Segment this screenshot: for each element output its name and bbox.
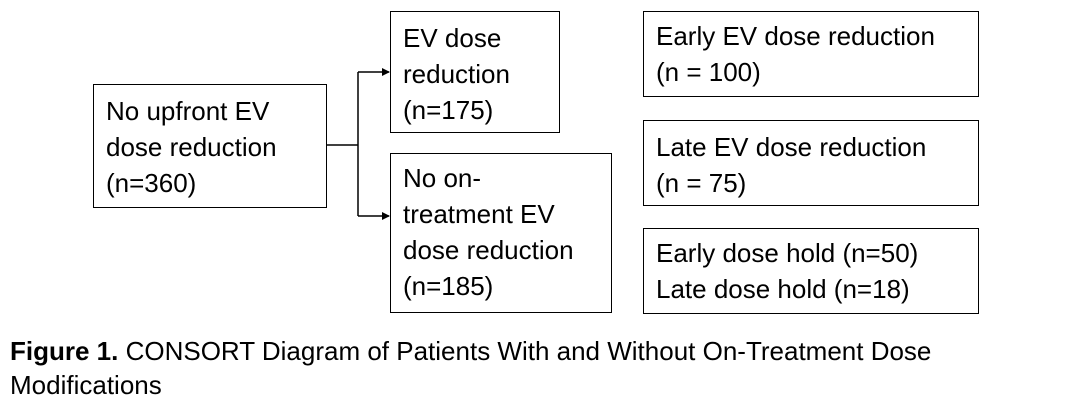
box-line: Early dose hold (n=50) — [656, 238, 919, 268]
box-late-ev-dose-reduction: Late EV dose reduction (n = 75) — [643, 120, 979, 206]
box-line: EV dose — [403, 23, 502, 53]
box-line: Late EV dose reduction — [656, 132, 927, 162]
box-early-ev-dose-reduction: Early EV dose reduction (n = 100) — [643, 11, 979, 97]
figure-caption-text: CONSORT Diagram of Patients With and Wit… — [10, 336, 932, 400]
box-line: (n = 75) — [656, 168, 747, 198]
box-line: dose reduction — [403, 235, 574, 265]
box-line: No upfront EV — [106, 96, 270, 126]
figure-caption: Figure 1. CONSORT Diagram of Patients Wi… — [10, 334, 1070, 402]
box-line: reduction — [403, 59, 510, 89]
box-no-on-treatment-reduction: No on- treatment EV dose reduction (n=18… — [390, 153, 612, 313]
box-line: Early EV dose reduction — [656, 21, 935, 51]
box-line: Late dose hold (n=18) — [656, 274, 910, 304]
box-line: (n = 100) — [656, 57, 761, 87]
box-dose-holds: Early dose hold (n=50) Late dose hold (n… — [643, 228, 979, 314]
figure-label: Figure 1. — [10, 336, 119, 366]
box-line: (n=360) — [106, 168, 197, 198]
box-line: No on- — [403, 163, 482, 193]
box-line: treatment EV — [403, 199, 555, 229]
box-ev-dose-reduction: EV dose reduction (n=175) — [390, 11, 560, 133]
box-line: (n=185) — [403, 271, 494, 301]
box-line: (n=175) — [403, 95, 494, 125]
box-line: dose reduction — [106, 132, 277, 162]
box-no-upfront-reduction: No upfront EV dose reduction (n=360) — [93, 84, 327, 208]
